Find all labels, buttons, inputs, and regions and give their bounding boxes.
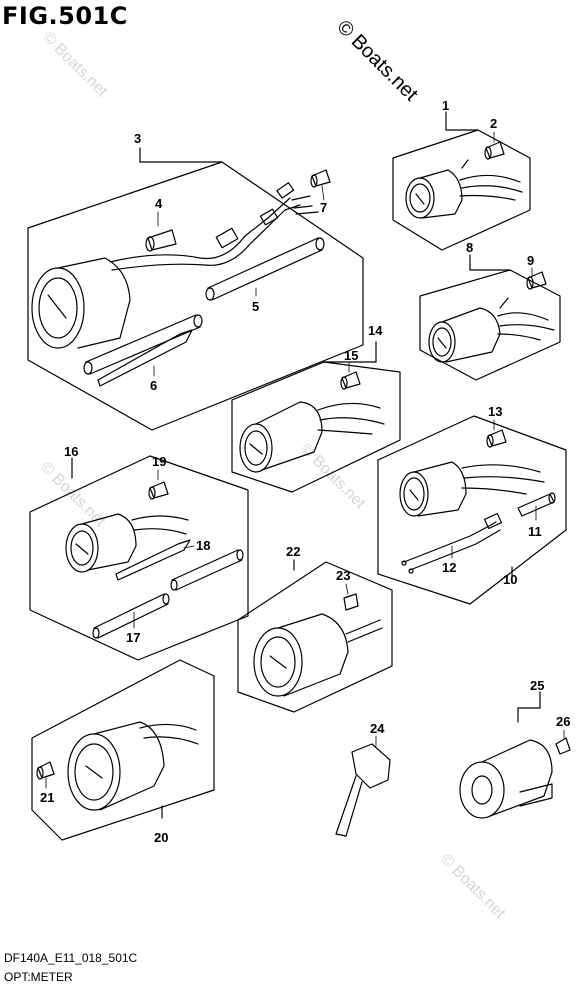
leader-lines <box>45 131 565 789</box>
gauge-22 <box>253 613 383 697</box>
callout-23: 23 <box>336 568 350 583</box>
gauge-1 <box>405 159 523 219</box>
kit-22-outline <box>237 559 393 713</box>
kit-20-outline <box>31 659 215 841</box>
callout-7: 7 <box>320 200 327 215</box>
callout-2: 2 <box>490 116 497 131</box>
hose-5 <box>83 237 325 375</box>
gauge-20 <box>67 721 199 811</box>
harness-12 <box>401 512 503 574</box>
callout-16: 16 <box>64 444 78 459</box>
callout-15: 15 <box>344 348 358 363</box>
callout-17: 17 <box>126 630 140 645</box>
callout-22: 22 <box>286 544 300 559</box>
tie-18 <box>115 539 191 581</box>
screw-26 <box>555 737 571 755</box>
callout-13: 13 <box>488 404 502 419</box>
gauge-14 <box>239 401 385 473</box>
bulb-4 <box>145 229 177 252</box>
bulb-9 <box>526 271 547 290</box>
watermark-main: © Boats.net <box>332 16 422 106</box>
callout-6: 6 <box>150 378 157 393</box>
hose-17 <box>92 549 244 639</box>
bulb-21 <box>36 761 55 780</box>
figure-title: FIG.501C <box>2 2 128 30</box>
callout-4: 4 <box>155 196 163 211</box>
callout-25: 25 <box>530 678 544 693</box>
bulb-15 <box>340 371 361 390</box>
gauge-3 <box>31 182 319 349</box>
kit-8-outline <box>419 254 561 381</box>
mount-25 <box>459 691 553 819</box>
callout-3: 3 <box>134 131 141 146</box>
callout-9: 9 <box>527 253 534 268</box>
diagram-description: OPT:METER <box>4 970 73 984</box>
callout-11: 11 <box>528 524 542 539</box>
bulb-7 <box>310 169 331 188</box>
connector-11 <box>517 492 556 517</box>
diagram-code: DF140A_E11_018_501C <box>4 951 138 965</box>
callouts: 1 2 3 4 5 6 7 8 9 10 11 12 13 14 15 16 1… <box>40 98 570 845</box>
bulb-23 <box>343 593 359 611</box>
callout-12: 12 <box>442 560 456 575</box>
watermark-faint: © Boats.net <box>297 441 369 513</box>
callout-21: 21 <box>40 790 54 805</box>
gauge-13 <box>399 461 545 517</box>
callout-1: 1 <box>442 98 449 113</box>
tie-6 <box>97 329 193 387</box>
callout-18: 18 <box>196 538 210 553</box>
bracket-24 <box>335 743 391 837</box>
callout-26: 26 <box>556 714 570 729</box>
kit-10-outline <box>377 415 567 605</box>
callout-19: 19 <box>152 454 166 469</box>
kit-1-outline <box>392 111 531 251</box>
callout-24: 24 <box>370 721 385 736</box>
callout-10: 10 <box>503 572 517 587</box>
callout-8: 8 <box>466 240 473 255</box>
bulb-19 <box>148 481 169 500</box>
kit-3-outline <box>27 147 364 431</box>
gauge-8 <box>428 297 555 363</box>
kit-14-outline <box>231 341 401 493</box>
callout-20: 20 <box>154 830 168 845</box>
kit-16-outline <box>29 455 249 661</box>
bulb-2 <box>484 141 505 160</box>
watermark-faint: © Boats.net <box>437 851 509 923</box>
callout-14: 14 <box>368 323 383 338</box>
callout-5: 5 <box>252 299 259 314</box>
gauge-16 <box>65 513 189 573</box>
watermark-faint: © Boats.net <box>39 29 111 101</box>
bulb-13 <box>486 429 507 448</box>
